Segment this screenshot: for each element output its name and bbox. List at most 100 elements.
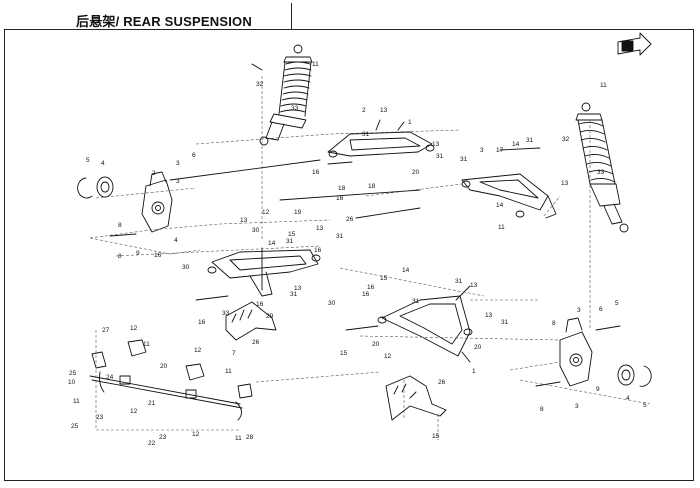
callout-c56: 11 — [143, 341, 150, 348]
callout-c37: 30 — [252, 227, 260, 234]
callout-c59: 12 — [194, 347, 202, 354]
callout-c10: 3 — [176, 160, 180, 167]
right-knuckle — [559, 317, 652, 387]
callout-c31: 8 — [118, 222, 122, 229]
callout-c11: 6 — [192, 152, 196, 159]
callout-c40: 27 — [102, 327, 110, 334]
callout-c55: 29 — [266, 313, 274, 320]
callout-c20: 17 — [496, 147, 504, 154]
callout-c82: 20 — [474, 344, 482, 351]
callout-c33: 8 — [118, 253, 122, 260]
callout-c98: 15 — [432, 433, 440, 440]
callout-c30: 13 — [432, 141, 440, 148]
callout-c91: 5 — [615, 300, 619, 307]
callout-c71: 12 — [192, 431, 200, 438]
left-skid-plate — [225, 301, 277, 341]
callout-c23: 19 — [294, 209, 302, 216]
callout-c28: 26 — [346, 216, 354, 223]
callout-c13: 1 — [408, 119, 412, 126]
callout-c2: 32 — [256, 81, 264, 88]
callout-c85: 31 — [501, 319, 509, 326]
callout-c73: 28 — [246, 434, 254, 441]
callout-c46: 15 — [288, 231, 296, 238]
callout-c38: 31 — [336, 233, 344, 240]
callout-c65: 25 — [71, 423, 79, 430]
fwd-arrow-icon — [617, 32, 652, 56]
left-shock-absorber — [259, 44, 313, 146]
upper-a-arm-top — [327, 119, 435, 158]
callout-c86: 13 — [485, 312, 493, 319]
callout-c84: 26 — [438, 379, 446, 386]
callout-c100: 14 — [496, 202, 504, 209]
callout-c90: 6 — [599, 306, 603, 313]
callout-c6: 32 — [562, 136, 570, 143]
bolts-and-pins — [109, 63, 621, 387]
leader-lines — [89, 76, 651, 440]
callout-c35: 13 — [240, 217, 248, 224]
lower-a-arm-left — [207, 249, 321, 297]
callout-c92: 13 — [561, 180, 569, 187]
callout-c64: 23 — [96, 414, 104, 421]
callout-c87: 12 — [384, 353, 392, 360]
callout-c15: 2 — [362, 107, 366, 114]
callout-c18: 31 — [460, 156, 468, 163]
callout-c43: 14 — [268, 240, 276, 247]
callout-c58: 11 — [225, 368, 232, 375]
callout-c88: 3 — [577, 307, 581, 314]
callout-c80: 13 — [470, 282, 478, 289]
callout-c19: 3 — [480, 147, 484, 154]
callout-c69: 23 — [159, 434, 167, 441]
callout-c9: 2 — [152, 170, 156, 177]
callout-c89: 8 — [552, 320, 556, 327]
callout-c8: 4 — [101, 160, 105, 167]
callout-c68: 22 — [148, 440, 156, 447]
callout-c48: 16 — [256, 301, 264, 308]
callout-c72: 11 — [235, 435, 242, 442]
callout-c97: 5 — [643, 402, 647, 409]
callout-c16: 31 — [362, 131, 370, 138]
callout-c24: 16 — [312, 169, 320, 176]
callout-c63: 11 — [73, 398, 80, 405]
lower-a-arm-right — [377, 285, 473, 363]
callout-c4: 11 — [600, 82, 607, 89]
callout-c74: 14 — [402, 267, 410, 274]
diagram-frame — [4, 29, 694, 481]
callout-c94: 3 — [575, 403, 579, 410]
callout-c45: 16 — [314, 247, 322, 254]
right-skid-plate — [385, 375, 447, 421]
callout-c1: 11 — [312, 61, 319, 68]
callout-c21: 14 — [512, 141, 520, 148]
callout-c61: 25 — [69, 370, 77, 377]
callout-c12: 3 — [176, 178, 180, 185]
callout-c39: 13 — [316, 225, 324, 232]
callout-c7: 5 — [86, 157, 90, 164]
callout-c47: 16 — [198, 319, 206, 326]
callout-c26: 16 — [336, 195, 344, 202]
callout-c53: 33 — [222, 310, 230, 317]
callout-c34: 4 — [174, 237, 178, 244]
callout-c76: 16 — [362, 291, 370, 298]
callout-c95: 4 — [626, 395, 630, 402]
right-shock-absorber — [575, 102, 629, 233]
callout-c27: 18 — [368, 183, 376, 190]
callout-c70: 21 — [148, 400, 156, 407]
callout-c101: 16 — [367, 284, 375, 291]
callout-c60: 20 — [160, 363, 168, 370]
callout-c44: 31 — [286, 238, 294, 245]
callout-c78: 31 — [412, 298, 420, 305]
callout-c66: 24 — [106, 374, 114, 381]
callout-c42: 30 — [182, 264, 190, 271]
callout-c51: 13 — [294, 285, 302, 292]
callout-c57: 12 — [130, 325, 138, 332]
callout-c96: 8 — [540, 406, 544, 413]
callout-c62: 10 — [68, 379, 76, 386]
callout-c83: 1 — [472, 368, 476, 375]
callout-c67: 12 — [130, 408, 138, 415]
callout-c22: 31 — [526, 137, 534, 144]
callout-c52: 7 — [232, 350, 236, 357]
callout-c14: 13 — [380, 107, 388, 114]
callout-c32: 9 — [136, 250, 140, 257]
